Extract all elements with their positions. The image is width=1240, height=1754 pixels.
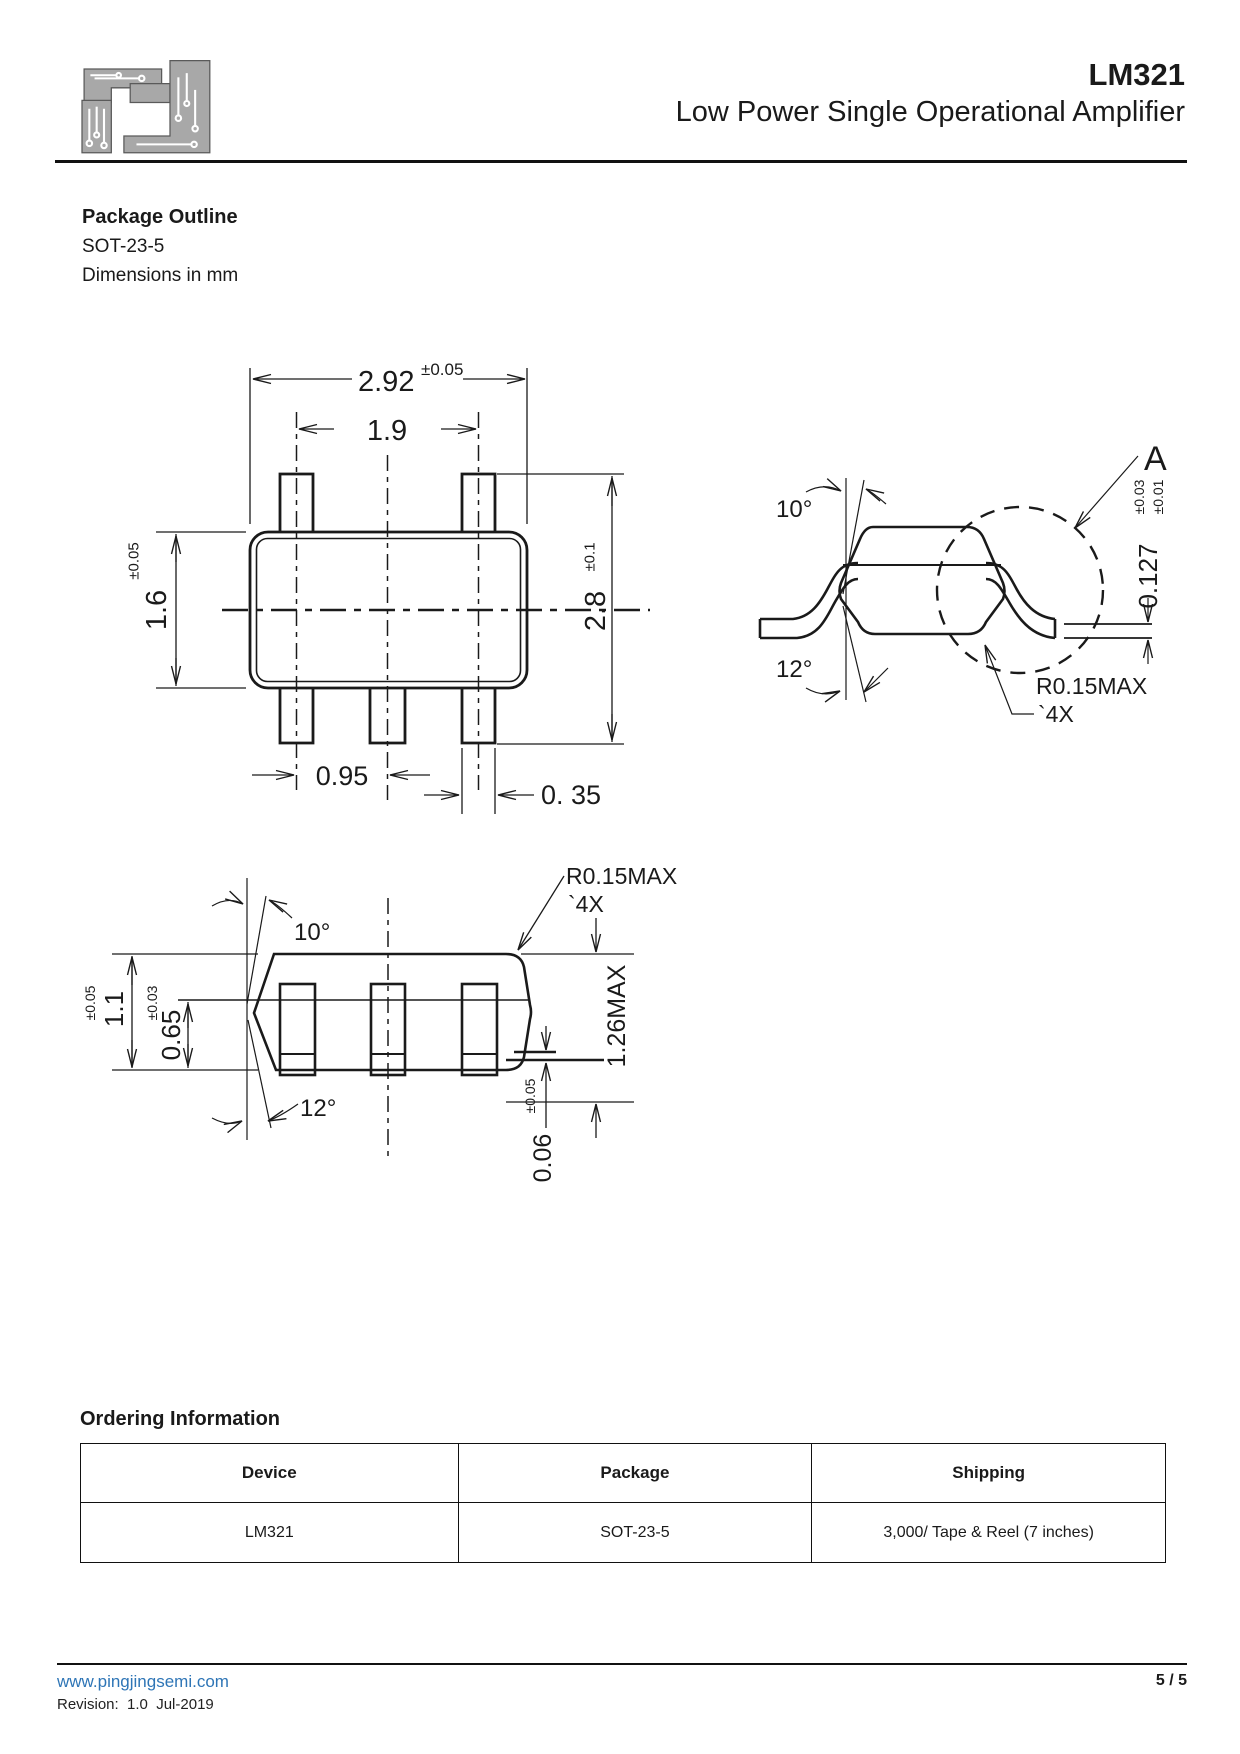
front-lead-exit-tol: ±0.03 [144,985,160,1020]
detail-a-label: A [1144,440,1167,478]
side-standoff: 0.127 [1133,543,1163,608]
revision-value: 1.0 Jul-2019 [127,1696,214,1713]
front-view-dimensions [112,875,634,1140]
front-body-thickness: 1.1 [99,991,129,1027]
col-header-device: Device [80,1443,459,1503]
table-row: LM321 SOT-23-5 3,000/ Tape & Reel (7 inc… [80,1502,1166,1563]
front-standoff-tol: ±0.05 [522,1078,538,1113]
side-top-angle: 10° [776,496,812,523]
side-view-outline [758,505,1152,675]
side-bottom-angle: 12° [776,656,812,683]
front-lead-radius: R0.15MAX [566,863,677,889]
section-heading: Package Outline [82,206,238,228]
package-outline-block: Package Outline SOT-23-5 Dimensions in m… [82,203,238,290]
page-title: LM321 [1088,57,1185,92]
dim-lead-pitch: 0.95 [316,761,369,791]
ordering-header-row: Device Package Shipping [80,1443,1166,1503]
cell-device: LM321 [80,1502,459,1563]
front-bottom-angle: 12° [300,1095,336,1122]
cell-shipping: 3,000/ Tape & Reel (7 inches) [811,1502,1166,1563]
side-view-annotations [805,455,1154,715]
dim-body-depth: 1.6 [141,590,173,630]
front-body-thickness-tol: ±0.05 [82,985,98,1020]
package-drawing: 2.92 ±0.05 1.9 ±0.05 1.6 ±0.1 2.8 0.95 0… [82,360,1167,1182]
front-standoff: 0.06 [529,1134,557,1183]
doc-subtitle: Low Power Single Operational Amplifier [675,96,1185,128]
dim-overall-depth-tol: ±0.1 [581,542,598,571]
company-logo [81,59,211,154]
revision-line: Revision: 1.0 Jul-2019 [57,1696,214,1713]
top-view-centerlines [222,412,650,800]
side-view-labels: 10° 12° A ±0.03 ±0.01 0.127 R0.15MAX `4X [776,440,1167,727]
dim-body-width: 2.92 [358,366,414,398]
front-lead-exit: 0.65 [156,1010,186,1061]
footer-divider [57,1663,1187,1665]
top-view-dimensions [156,368,624,814]
detail-circle [935,505,1105,675]
ordering-table: Device Package Shipping LM321 SOT-23-5 3… [80,1443,1166,1563]
front-top-angle: 10° [294,919,330,946]
front-lead-radius-qty: `4X [568,891,604,917]
website-link[interactable]: www.pingjingsemi.com [57,1672,229,1691]
col-header-shipping: Shipping [811,1443,1166,1503]
side-lead-radius-qty: `4X [1038,701,1074,727]
revision-label: Revision: [57,1696,128,1713]
col-header-package: Package [457,1443,813,1503]
dim-body-depth-tol: ±0.05 [125,542,142,579]
front-max-height: 1.26MAX [603,964,631,1067]
header-divider [55,160,1187,163]
standoff-tol-minus: ±0.01 [1150,479,1166,514]
side-lead-radius: R0.15MAX [1036,673,1147,699]
front-view-outline [178,898,533,1162]
front-view-labels: 10° 12° R0.15MAX `4X ±0.05 1.1 ±0.03 0.6… [82,863,677,1182]
dim-lead-width: 0. 35 [541,780,601,810]
top-view-outline [248,472,529,745]
dim-lead-span: 1.9 [367,415,407,447]
package-name: SOT-23-5 [82,236,165,257]
units-note: Dimensions in mm [82,265,239,286]
dim-body-width-tol: ±0.05 [421,360,463,379]
top-view-labels: 2.92 ±0.05 1.9 ±0.05 1.6 ±0.1 2.8 0.95 0… [125,360,612,810]
ordering-heading: Ordering Information [80,1408,280,1430]
cell-package: SOT-23-5 [457,1502,813,1563]
dim-overall-depth: 2.8 [580,591,612,631]
doc-title-block: LM321 Low Power Single Operational Ampli… [676,58,1185,132]
page-number: 5 / 5 [1155,1672,1187,1689]
standoff-tol-plus: ±0.03 [1131,479,1147,514]
